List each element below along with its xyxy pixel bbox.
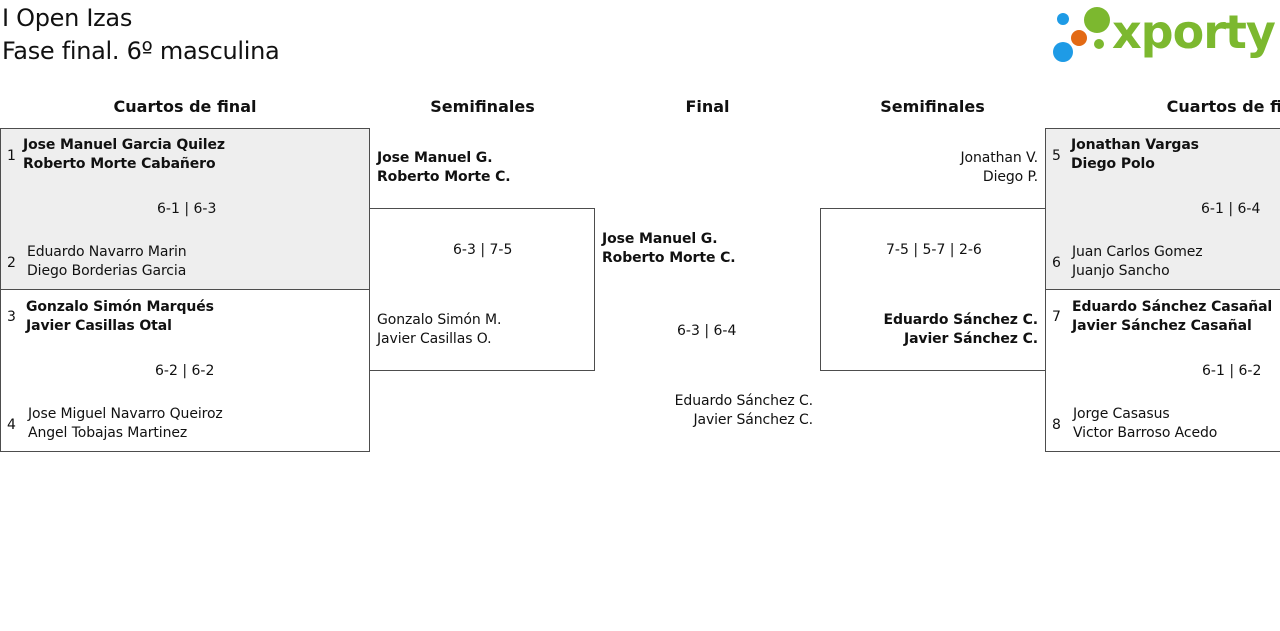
seed-number: 1: [7, 148, 16, 164]
player-name: Juanjo Sancho: [1072, 263, 1170, 279]
player-name: Juan Carlos Gomez: [1072, 244, 1203, 260]
column-header-right-quarters: Cuartos de fin: [1166, 97, 1280, 116]
player-name: Jose Manuel G.: [602, 231, 718, 247]
team-loser: Eduardo Navarro Marin Diego Borderias Ga…: [27, 243, 187, 281]
semifinal-left-bracket: [369, 208, 595, 371]
team-winner: Jose Manuel Garcia Quilez Roberto Morte …: [23, 136, 225, 174]
player-name: Eduardo Navarro Marin: [27, 244, 187, 260]
quarterfinal-match-3: [1045, 128, 1280, 290]
column-header-final: Final: [685, 97, 730, 116]
xporty-logo: xporty: [1050, 4, 1278, 66]
player-name: Gonzalo Simón Marqués: [26, 299, 214, 315]
seed-number: 5: [1052, 148, 1061, 164]
seed-number: 8: [1052, 417, 1061, 433]
seed-number: 3: [7, 309, 16, 325]
match-score: 6-1 | 6-4: [1201, 201, 1261, 217]
player-name: Gonzalo Simón M.: [377, 312, 502, 328]
player-name: Jose Manuel Garcia Quilez: [23, 137, 225, 153]
semifinal-right-winner: Eduardo Sánchez C. Javier Sánchez C.: [838, 311, 1039, 349]
final-winner: Jose Manuel G. Roberto Morte C.: [602, 230, 736, 268]
page-title: I Open Izas: [2, 4, 133, 32]
player-name: Diego Polo: [1071, 156, 1155, 172]
seed-number: 4: [7, 417, 16, 433]
team-winner: Jonathan Vargas Diego Polo: [1071, 136, 1199, 174]
player-name: Roberto Morte C.: [377, 169, 511, 185]
column-header-left-quarters: Cuartos de final: [113, 97, 257, 116]
match-score: 7-5 | 5-7 | 2-6: [886, 242, 982, 258]
team-loser: Juan Carlos Gomez Juanjo Sancho: [1072, 243, 1203, 281]
team-loser: Jorge Casasus Victor Barroso Acedo: [1073, 405, 1217, 443]
semifinal-right-loser: Jonathan V. Diego P.: [838, 149, 1038, 187]
match-score: 6-2 | 6-2: [155, 363, 215, 379]
player-name: Javier Sánchez Casañal: [1072, 318, 1252, 334]
semifinal-left-winner: Jose Manuel G. Roberto Morte C.: [377, 149, 511, 187]
seed-number: 2: [7, 255, 16, 271]
player-name: Javier Casillas Otal: [26, 318, 172, 334]
player-name: Diego Borderias Garcia: [27, 263, 187, 279]
logo-dots-icon: [1053, 7, 1110, 62]
player-name: Jose Manuel G.: [377, 150, 493, 166]
quarterfinal-match-4: [1045, 289, 1280, 452]
seed-number: 7: [1052, 309, 1061, 325]
player-name: Javier Sánchez C.: [693, 412, 813, 428]
player-name: Victor Barroso Acedo: [1073, 425, 1218, 441]
match-score: 6-3 | 7-5: [453, 242, 513, 258]
team-winner: Eduardo Sánchez Casañal Javier Sánchez C…: [1072, 298, 1272, 336]
page-subtitle: Fase final. 6º masculina: [2, 37, 280, 65]
player-name: Eduardo Sánchez C.: [674, 393, 813, 409]
player-name: Roberto Morte Cabañero: [23, 156, 216, 172]
player-name: Jose Miguel Navarro Queiroz: [28, 406, 223, 422]
seed-number: 6: [1052, 255, 1061, 271]
match-score: 6-1 | 6-3: [157, 201, 217, 217]
player-name: Diego P.: [982, 169, 1038, 185]
final-runner-up: Eduardo Sánchez C. Javier Sánchez C.: [620, 392, 813, 430]
column-header-left-semis: Semifinales: [430, 97, 535, 116]
player-name: Angel Tobajas Martinez: [28, 425, 188, 441]
player-name: Eduardo Sánchez C.: [883, 312, 1039, 328]
logo-wordmark: xporty: [1112, 5, 1276, 59]
team-winner: Gonzalo Simón Marqués Javier Casillas Ot…: [26, 298, 214, 336]
player-name: Jonathan Vargas: [1071, 137, 1199, 153]
column-header-right-semis: Semifinales: [880, 97, 985, 116]
match-score: 6-1 | 6-2: [1202, 363, 1262, 379]
semifinal-left-loser: Gonzalo Simón M. Javier Casillas O.: [377, 311, 501, 349]
player-name: Jorge Casasus: [1073, 406, 1170, 422]
final-score: 6-3 | 6-4: [677, 323, 737, 339]
player-name: Javier Sánchez C.: [903, 331, 1038, 347]
team-loser: Jose Miguel Navarro Queiroz Angel Tobaja…: [28, 405, 223, 443]
player-name: Javier Casillas O.: [377, 331, 492, 347]
quarterfinal-match-1: [0, 128, 370, 290]
player-name: Eduardo Sánchez Casañal: [1072, 299, 1273, 315]
player-name: Roberto Morte C.: [602, 250, 736, 266]
player-name: Jonathan V.: [960, 150, 1038, 166]
